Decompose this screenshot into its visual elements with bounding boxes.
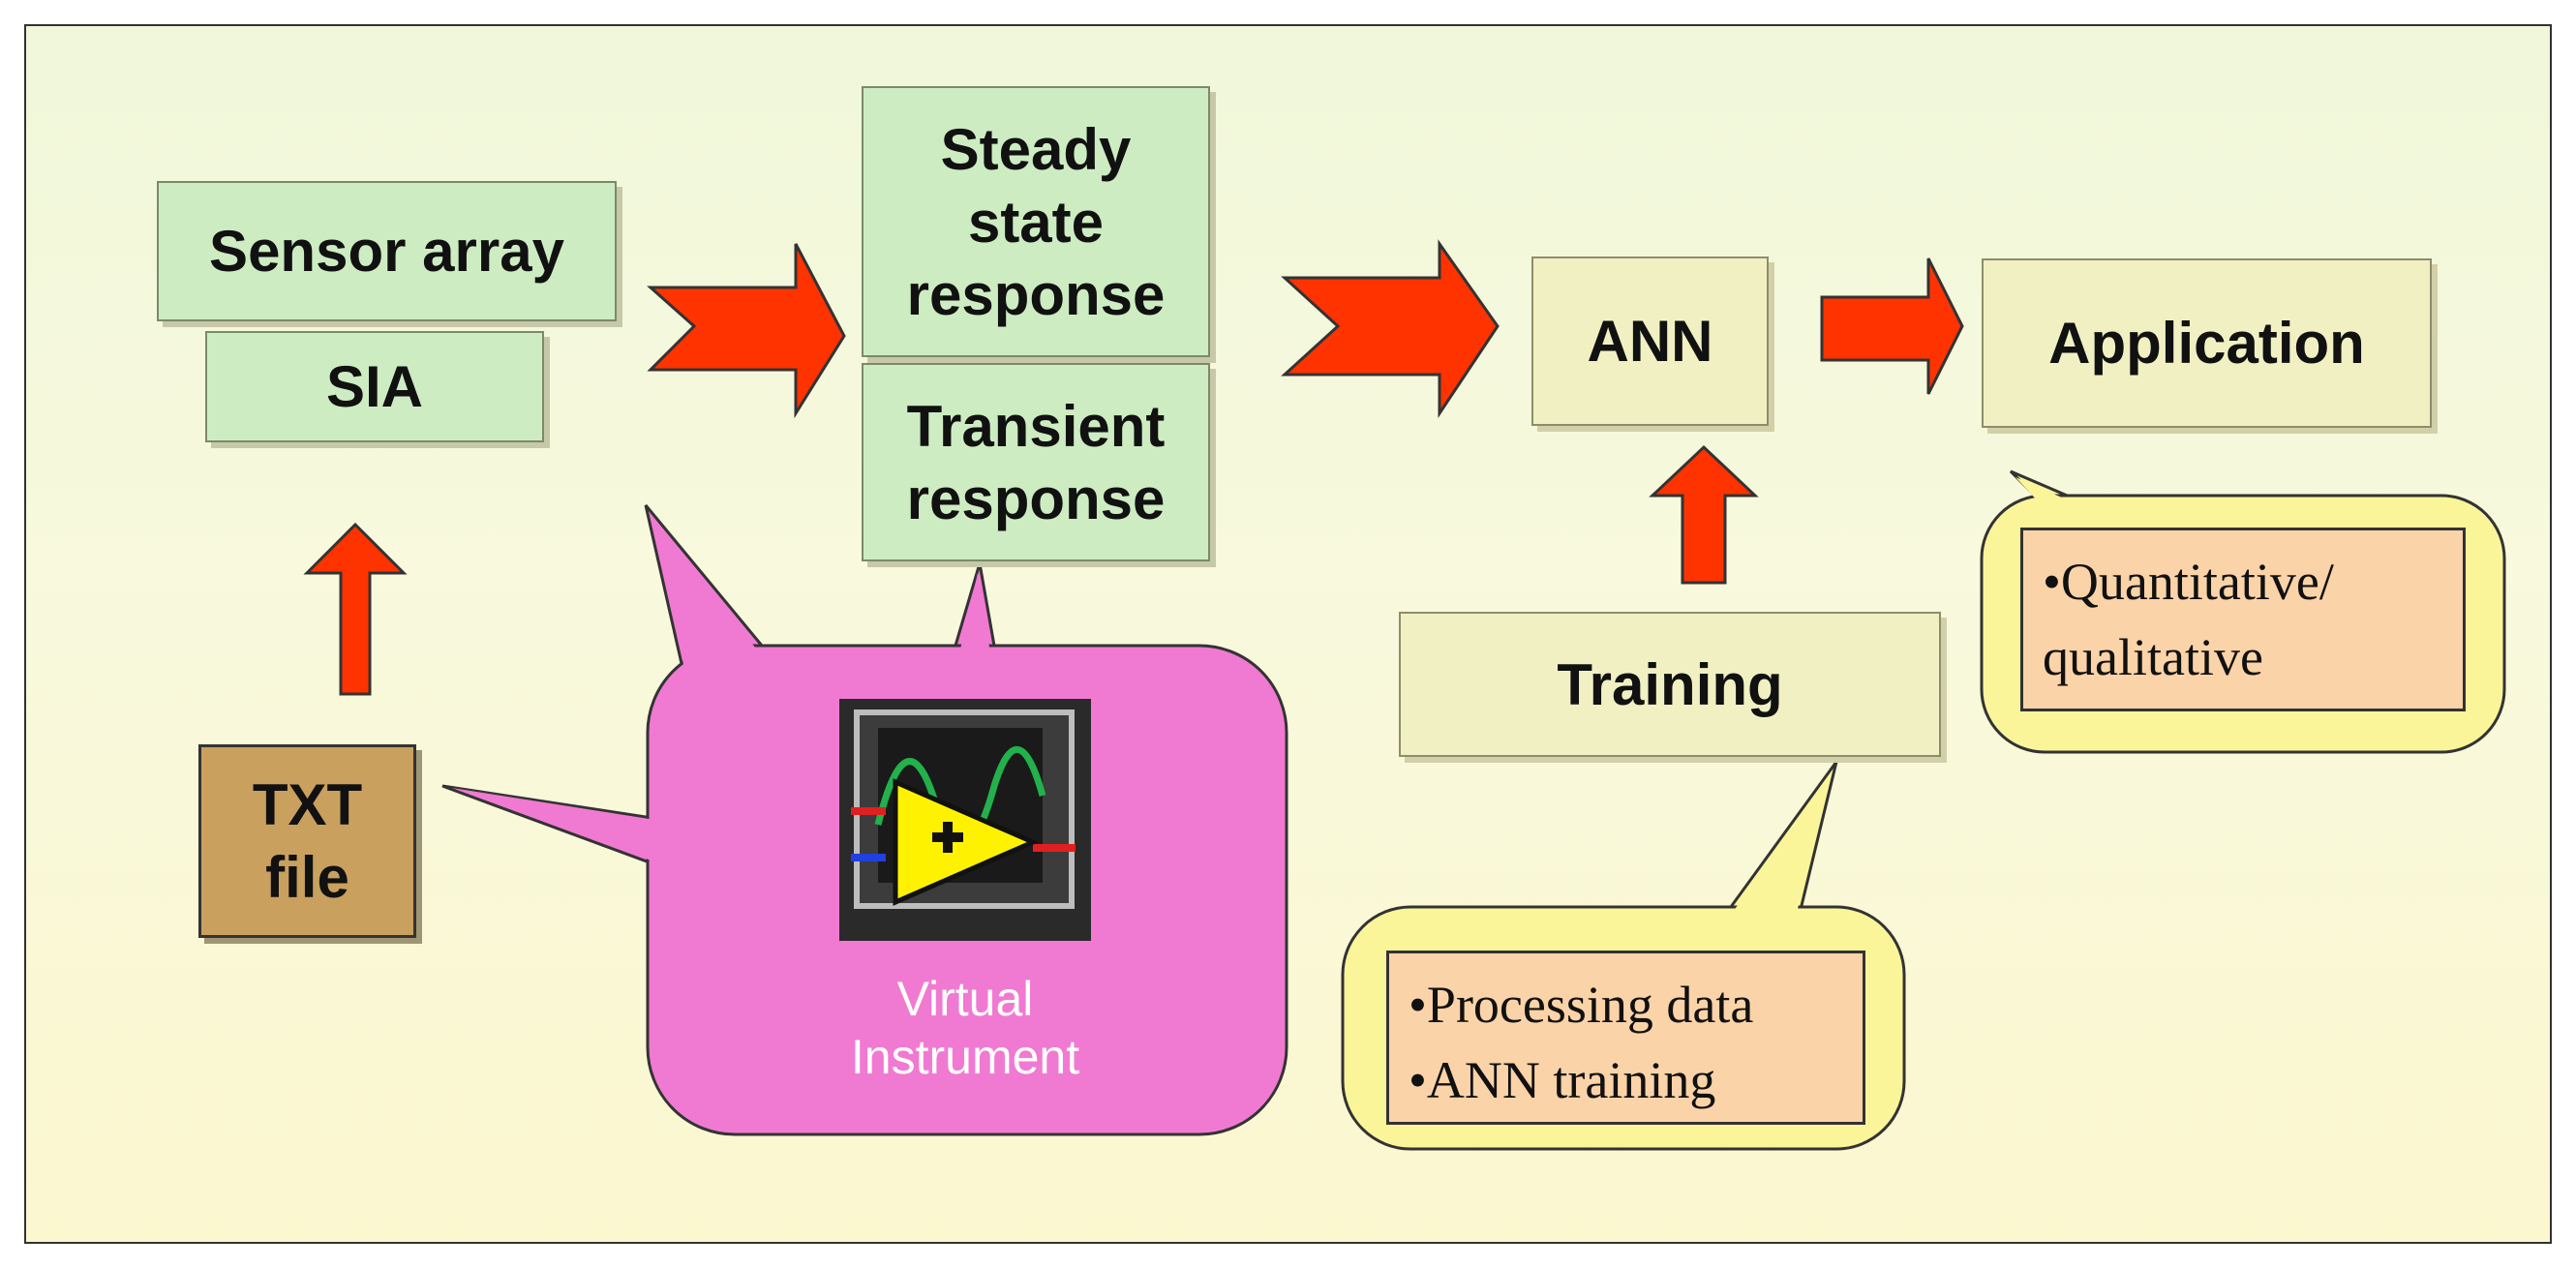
arrows — [303, 239, 1964, 696]
application-box: Application — [1982, 258, 2432, 428]
transient-label-line2: response — [906, 466, 1166, 531]
training-note-item: •ANN training — [1409, 1051, 1716, 1110]
transient-label-line1: Transient — [906, 393, 1166, 459]
application-callout-pointer-fill — [2015, 477, 2141, 532]
sensor-array-box: Sensor array — [157, 181, 617, 321]
up-arrow-icon — [1649, 444, 1759, 585]
steady-state-label-line3: response — [906, 261, 1166, 327]
callout-pointer-fill — [452, 529, 990, 866]
right-arrow-icon — [1281, 239, 1500, 418]
transient-response-box: Transient response — [862, 363, 1210, 561]
training-box: Training — [1399, 612, 1941, 757]
virtual-instrument-label-line1: Virtual — [896, 972, 1034, 1026]
up-arrow-icon — [303, 522, 408, 696]
sia-label: SIA — [325, 354, 424, 419]
steady-state-label-line1: Steady — [940, 116, 1132, 182]
application-note-item: •Quantitative/ — [2043, 553, 2334, 611]
txt-file-label-line2: file — [265, 845, 349, 910]
txt-file-label-line1: TXT — [252, 772, 363, 837]
right-arrow-icon — [1820, 257, 1964, 395]
training-label: Training — [1557, 651, 1783, 717]
virtual-instrument-label-line2: Instrument — [850, 1030, 1080, 1084]
application-note-item: qualitative — [2043, 628, 2263, 687]
ann-label: ANN — [1587, 309, 1713, 374]
ann-box: ANN — [1531, 257, 1769, 426]
sia-box: SIA — [205, 331, 544, 442]
steady-state-response-box: Steady state response — [862, 86, 1210, 357]
virtual-instrument-label: Virtual Instrument — [762, 970, 1168, 1086]
steady-state-label-line2: state — [967, 189, 1105, 255]
right-arrow-icon — [647, 243, 846, 419]
diagram-frame: Sensor array SIA TXT file Steady state r… — [24, 24, 2552, 1244]
labview-virtual-instrument-icon — [839, 699, 1091, 941]
training-notes-box: •Processing data •ANN training — [1386, 951, 1865, 1125]
training-callout-pointer-fill — [1724, 771, 1832, 924]
training-note-item: •Processing data — [1409, 976, 1754, 1034]
application-notes-box: •Quantitative/ qualitative — [2020, 528, 2466, 711]
txt-file-box: TXT file — [198, 744, 416, 938]
sensor-array-label: Sensor array — [209, 219, 564, 284]
application-label: Application — [2048, 311, 2365, 376]
